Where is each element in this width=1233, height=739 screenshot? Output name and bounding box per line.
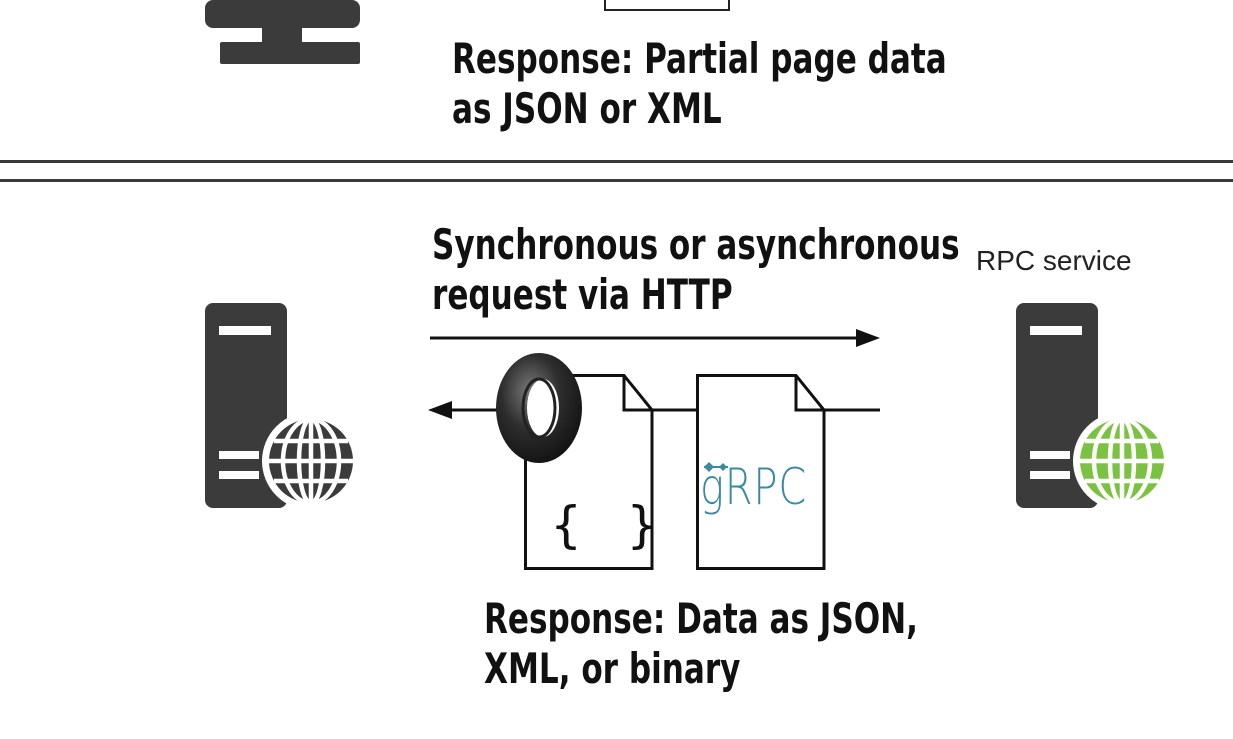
computer-monitor-icon [205, 0, 360, 64]
request-label-line1: Synchronous or asynchronous [432, 220, 960, 269]
top-request-box [604, 0, 730, 11]
json-logo-icon [496, 353, 582, 463]
request-arrow [430, 329, 880, 347]
json-braces: { } [551, 496, 666, 554]
top-response-line1: Response: Partial page data [452, 34, 947, 83]
web-server-globe-icon [205, 303, 360, 510]
rpc-server-globe-icon [1016, 303, 1171, 510]
top-panel-border [0, 0, 1233, 163]
bottom-panel-border [0, 179, 1233, 739]
rpc-service-label: RPC service [976, 245, 1132, 276]
response-label-line1: Response: Data as JSON, [484, 594, 918, 643]
grpc-document-icon [696, 374, 826, 570]
response-label-line2: XML, or binary [484, 644, 741, 693]
top-response-line2: as JSON or XML [452, 84, 722, 133]
request-label-line2: request via HTTP [432, 270, 733, 319]
grpc-logo-text: gRPC [700, 458, 808, 516]
grpc-logo-icon [704, 462, 728, 472]
